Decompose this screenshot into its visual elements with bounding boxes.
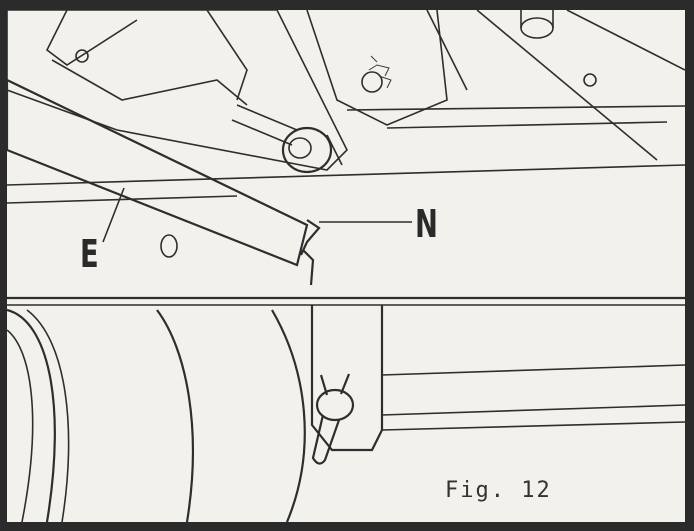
leader-line-e — [102, 187, 125, 243]
upper-frame — [7, 10, 685, 171]
callout-label-n: N — [415, 202, 438, 246]
axle-shaft — [231, 104, 343, 174]
figure-caption: Fig. 12 — [445, 478, 552, 503]
cotter-pin-n — [300, 219, 412, 286]
main-beam — [7, 105, 685, 306]
mechanical-drawing: .ln { stroke: #2e2e2e; stroke-width: 1.6… — [7, 10, 685, 522]
wheel — [7, 308, 306, 522]
link-arm-e — [7, 78, 309, 267]
callout-label-e: E — [80, 232, 99, 276]
figure-illustration: .ln { stroke: #2e2e2e; stroke-width: 1.6… — [7, 10, 685, 522]
upper-pin — [361, 55, 392, 93]
lower-bracket — [310, 305, 685, 465]
